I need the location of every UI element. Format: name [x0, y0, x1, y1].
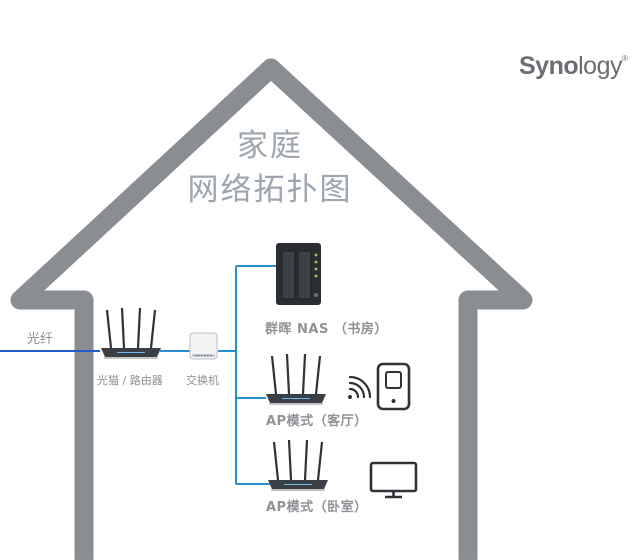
modem-router-label: 光猫 / 路由器 — [97, 374, 163, 387]
nas-icon — [276, 243, 321, 305]
fiber-label: 光纤 — [27, 332, 54, 347]
synology-logo: Synology® — [519, 52, 628, 80]
monitor-icon — [369, 461, 418, 499]
router-icon — [264, 352, 328, 406]
diagram-title-line2: 网络拓扑图 — [187, 172, 353, 208]
ap-bedroom-label: AP模式（卧室） — [266, 500, 368, 515]
switch-label: 交换机 — [186, 374, 219, 387]
switch-icon — [189, 332, 218, 360]
house-outline — [10, 58, 533, 560]
wifi-icon — [348, 375, 372, 399]
diagram-title-line1: 家庭 — [237, 128, 303, 164]
router-icon — [99, 306, 163, 360]
router-icon — [266, 438, 330, 492]
phone-icon — [376, 362, 411, 411]
nas-label: 群晖 NAS （书房） — [265, 322, 388, 337]
ap-living-label: AP模式（客厅） — [266, 414, 368, 429]
